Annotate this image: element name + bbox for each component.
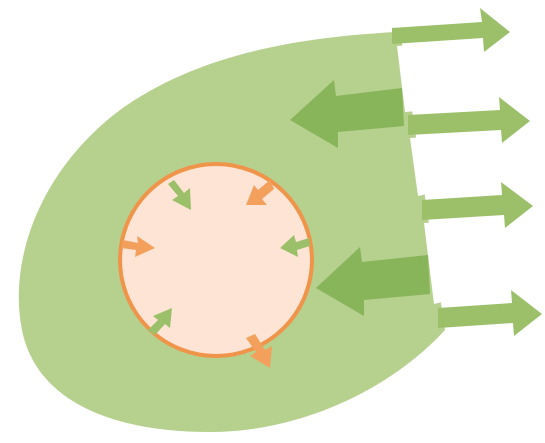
nucleus — [120, 164, 312, 356]
